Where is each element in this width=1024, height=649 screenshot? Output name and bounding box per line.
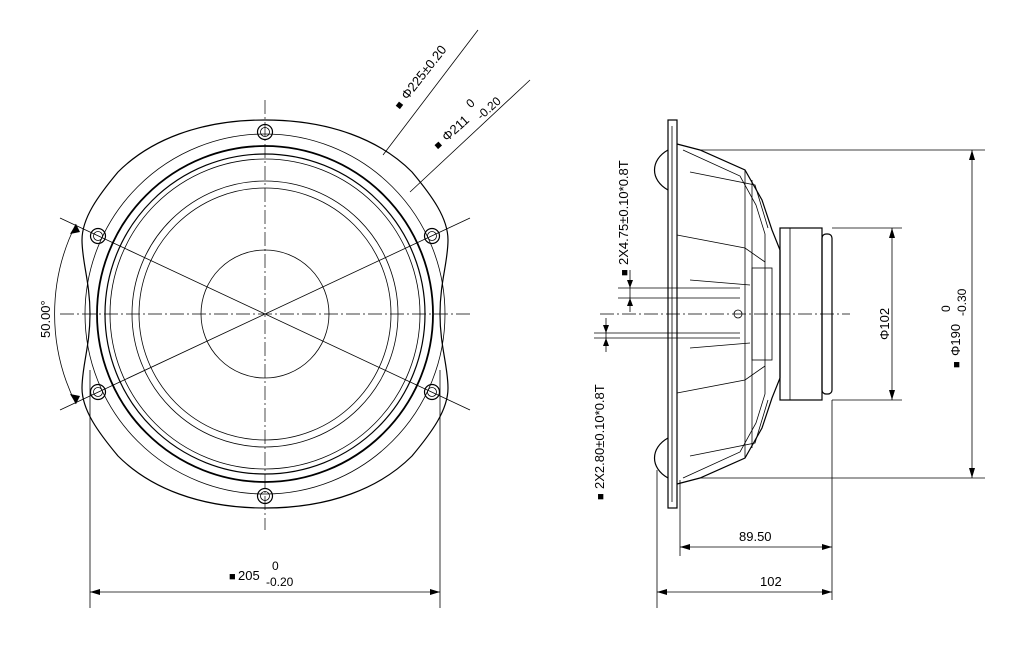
basket-inner-outline xyxy=(682,149,766,479)
bolt-hole-lower-right xyxy=(423,383,441,401)
body-diameter-upper-tol: 0 xyxy=(939,305,953,312)
inner-diameter-upper-tol: 0 xyxy=(463,96,478,111)
cone-inner-ring xyxy=(138,187,392,441)
inner-diameter-symbol: ■ xyxy=(432,139,445,152)
outer-diameter-label: Φ225±0.20 xyxy=(398,42,450,102)
side-surround xyxy=(653,149,669,479)
width-upper-tol: 0 xyxy=(272,559,279,573)
surround-inner-ring xyxy=(109,158,421,470)
body-diameter-symbol: ■ xyxy=(951,361,963,368)
depth-total-label: 102 xyxy=(760,574,782,589)
outer-diameter-symbol: ■ xyxy=(393,99,407,112)
width-arrow-right xyxy=(430,589,440,595)
hole-small-label: 2X2.80±0.10*0.8T xyxy=(592,384,607,489)
basket-spoke-2 xyxy=(689,399,769,457)
bolt-angle-arc xyxy=(54,223,77,405)
outer-diameter-leader xyxy=(382,29,479,156)
front-diagonal-line-2 xyxy=(59,217,471,411)
mounting-flange xyxy=(667,119,678,509)
bolt-hole-bottom xyxy=(256,487,274,505)
surround-outer-ring xyxy=(96,145,434,483)
basket-spoke-5 xyxy=(689,279,751,286)
inner-diameter-leader xyxy=(409,79,531,193)
body-diameter-label: Φ190 xyxy=(948,324,963,356)
width-lower-tol: -0.20 xyxy=(266,575,294,589)
width-label: 205 xyxy=(238,568,260,583)
magnet-rear-plate xyxy=(821,233,833,395)
cone-outer-ring xyxy=(131,180,399,448)
frame-outer-outline xyxy=(81,119,449,509)
hole-large-label: 2X4.75±0.10*0.8T xyxy=(616,160,631,265)
basket-spoke-1 xyxy=(689,171,769,229)
dust-cap xyxy=(200,249,330,379)
side-view: ■ 2X4.75±0.10*0.8T ■ 2X2.80±0.10*0.8T Φ1… xyxy=(592,119,985,608)
angle-arrow-bottom xyxy=(70,394,80,404)
hole-small-symbol: ■ xyxy=(595,493,607,500)
front-view: 50.00° ■ Φ225±0.20 ■ Φ211 0 -0.20 ■ 205 … xyxy=(38,29,531,608)
basket-spoke-6 xyxy=(689,342,751,349)
inner-diameter-label: Φ211 xyxy=(439,112,472,144)
width-arrow-left xyxy=(90,589,100,595)
surround-mid-ring xyxy=(104,153,426,475)
depth-inner-label: 89.50 xyxy=(739,529,772,544)
width-symbol: ■ xyxy=(229,571,236,583)
body-diameter-lower-tol: -0.30 xyxy=(955,288,969,316)
magnet-diameter-label: Φ102 xyxy=(877,308,892,340)
bolt-angle-label: 50.00° xyxy=(38,300,53,338)
bolt-hole-top xyxy=(256,123,274,141)
hole-large-symbol: ■ xyxy=(619,269,631,276)
terminal-block xyxy=(751,267,773,361)
terminal-post xyxy=(733,309,743,319)
bolt-hole-lower-left xyxy=(89,383,107,401)
bolt-hole-upper-left xyxy=(89,227,107,245)
frame-flange-ring xyxy=(84,133,446,495)
bolt-hole-upper-right xyxy=(423,227,441,245)
angle-arrow-top xyxy=(70,224,80,234)
